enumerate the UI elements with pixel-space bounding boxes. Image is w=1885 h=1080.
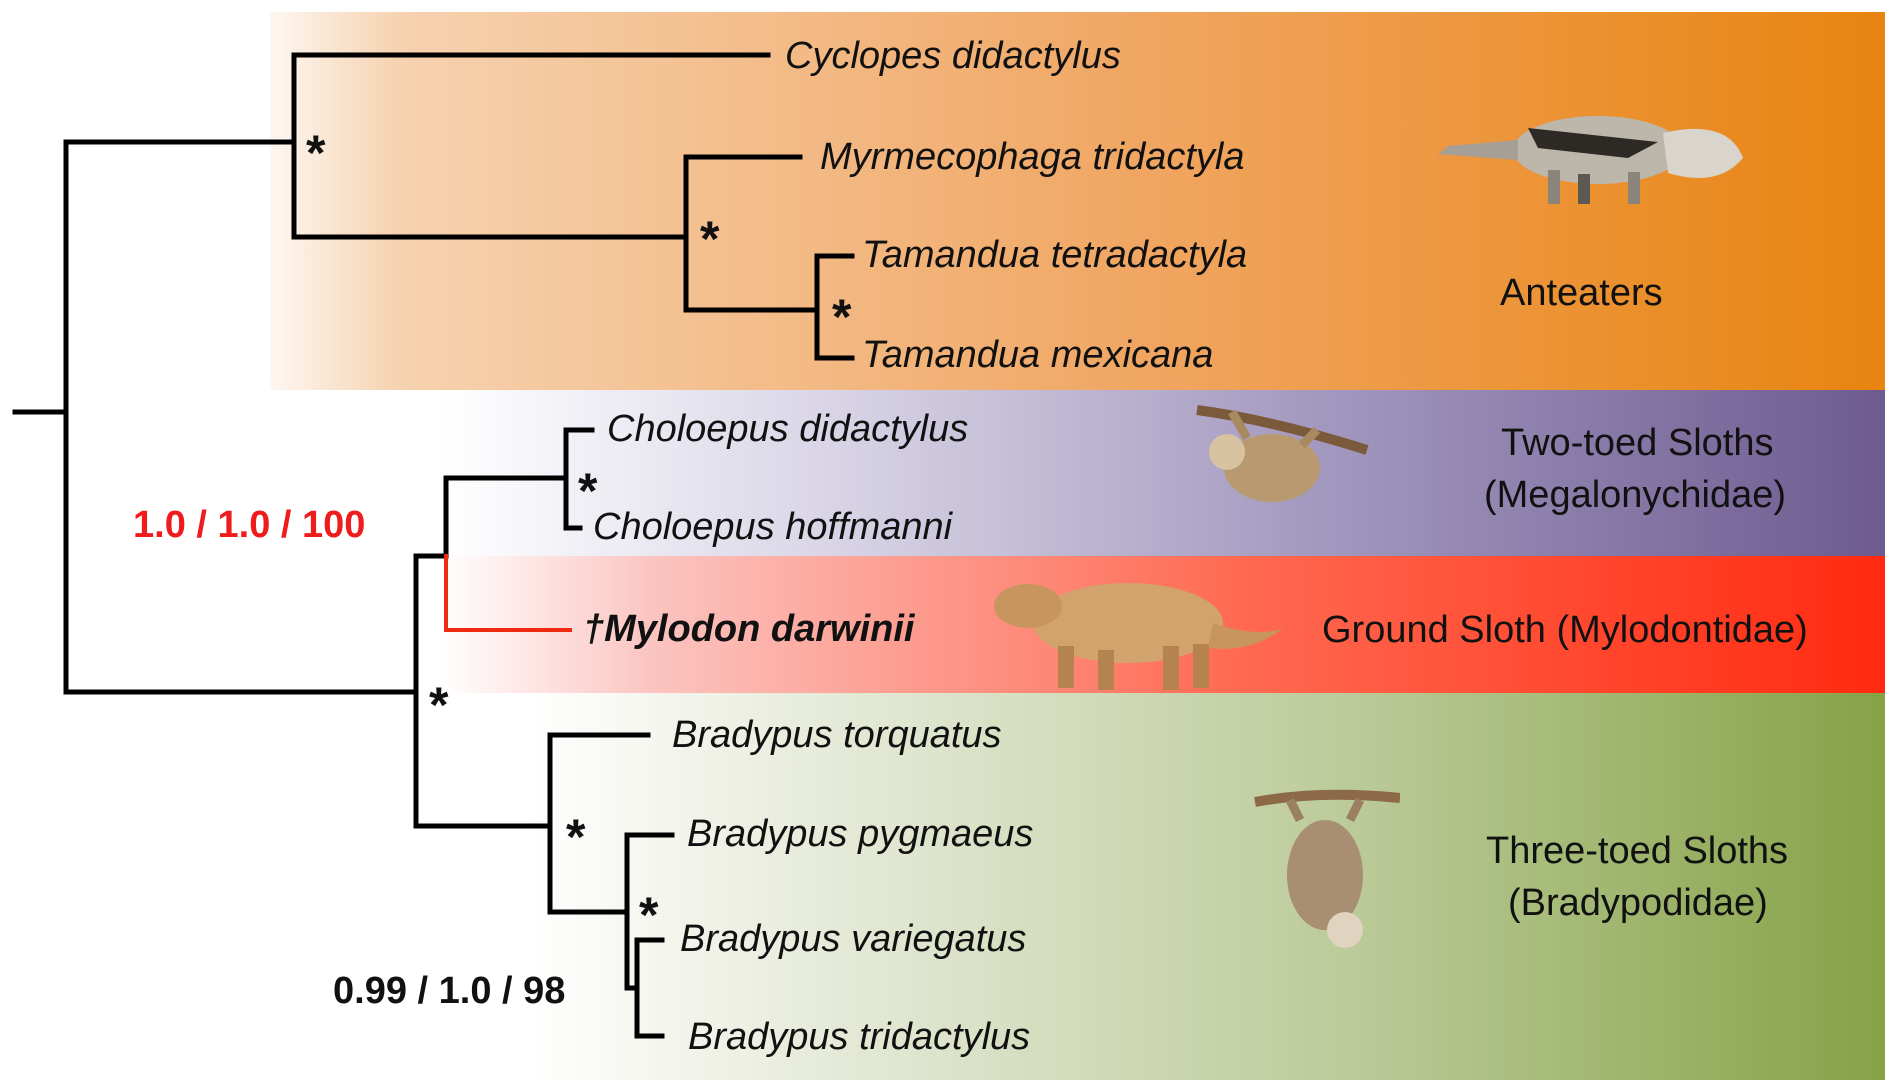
node-support-star-bradypus-inner: *: [639, 890, 658, 940]
taxon-label-cyclopes-didactylus: Cyclopes didactylus: [785, 37, 1121, 75]
taxon-label-bradypus-pygmaeus: Bradypus pygmaeus: [687, 815, 1033, 853]
ground-sloth-illustration-icon: [988, 568, 1288, 698]
group-label-anteaters: Anteaters: [1500, 274, 1663, 312]
group-label-three-toed-sloths: Three-toed Sloths: [1486, 832, 1788, 870]
group-label-ground-sloth: Ground Sloth (Mylodontidae): [1322, 611, 1808, 649]
taxon-label-mylodon-darwinii: †Mylodon darwinii: [583, 610, 914, 648]
node-support-star-myrmecophagidae: *: [700, 214, 719, 264]
support-value-bradypus-node: 0.99 / 1.0 / 98: [333, 972, 565, 1010]
taxon-label-tamandua-mexicana: Tamandua mexicana: [862, 336, 1213, 374]
group-label-two-toed-sloths: Two-toed Sloths: [1501, 424, 1773, 462]
node-support-star-anteaters: *: [306, 128, 325, 178]
taxon-label-tamandua-tetradactyla: Tamandua tetradactyla: [862, 236, 1247, 274]
node-support-star-choloepus: *: [578, 466, 597, 516]
group-label-bradypodidae: (Bradypodidae): [1508, 884, 1768, 922]
taxon-label-bradypus-variegatus: Bradypus variegatus: [680, 920, 1026, 958]
node-support-star-bradypus: *: [566, 812, 585, 862]
support-value-mylodon-node: 1.0 / 1.0 / 100: [133, 506, 365, 544]
two-toed-sloth-illustration-icon: [1192, 390, 1372, 540]
taxon-label-choloepus-hoffmanni: Choloepus hoffmanni: [593, 508, 952, 546]
taxon-label-myrmecophaga-tridactyla: Myrmecophaga tridactyla: [820, 138, 1245, 176]
anteater-illustration-icon: [1428, 88, 1748, 208]
taxon-label-bradypus-torquatus: Bradypus torquatus: [672, 716, 1002, 754]
node-support-star-tamandua: *: [832, 292, 851, 342]
taxon-label-bradypus-tridactylus: Bradypus tridactylus: [688, 1018, 1030, 1056]
three-toed-sloth-illustration-icon: [1250, 780, 1400, 960]
group-label-megalonychidae: (Megalonychidae): [1484, 476, 1786, 514]
node-support-star-folivora: *: [429, 680, 448, 730]
taxon-label-choloepus-didactylus: Choloepus didactylus: [607, 410, 968, 448]
